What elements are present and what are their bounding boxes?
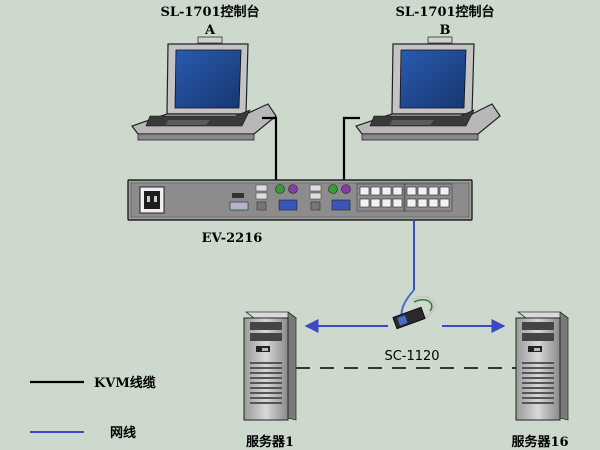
kvm-cable-console-b xyxy=(342,116,360,180)
console-a-letter-label: A xyxy=(204,23,216,38)
console-b-device xyxy=(355,36,501,141)
console-a-screen xyxy=(174,49,242,109)
console-b-model-label: SL-1701控制台 xyxy=(395,4,494,20)
kvm-switch-device xyxy=(127,179,473,221)
legend-network-label: 网线 xyxy=(110,425,136,441)
adapter-model-label: SC-1120 xyxy=(384,349,439,364)
console-a-device xyxy=(131,36,277,141)
server-16-device xyxy=(515,311,570,421)
console-a-model-label: SL-1701控制台 xyxy=(160,4,259,20)
sc-adapter-device xyxy=(392,289,436,330)
server-16-label: 服务器16 xyxy=(511,434,568,450)
switch-model-label: EV-2216 xyxy=(202,231,263,246)
legend: KVM线缆 网线 xyxy=(30,375,156,441)
server-1-device xyxy=(243,311,298,421)
legend-kvm-label: KVM线缆 xyxy=(94,375,156,391)
console-b-screen xyxy=(399,49,467,109)
kvm-cable-console-a xyxy=(262,116,278,180)
console-b-letter-label: B xyxy=(440,23,451,38)
server-1-label: 服务器1 xyxy=(246,434,294,450)
